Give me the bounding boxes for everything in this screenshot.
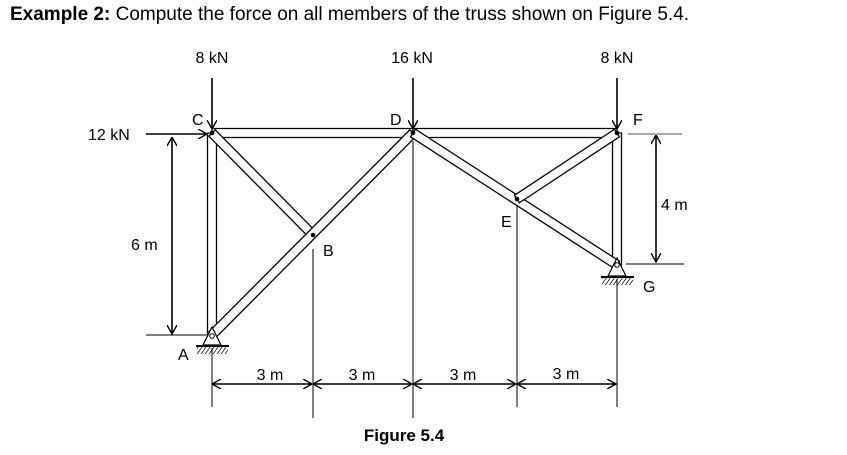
node-label-F: F	[633, 112, 643, 129]
truss-members	[206, 127, 623, 340]
node-label-E: E	[501, 214, 512, 231]
member-FG	[611, 132, 623, 266]
member-EF	[513, 128, 621, 204]
span-label-3: 3 m	[450, 367, 477, 384]
node-label-B: B	[323, 243, 334, 260]
joint-D	[410, 130, 416, 136]
node-label-A: A	[178, 347, 189, 364]
problem-text: Compute the force on all members of the …	[115, 4, 690, 25]
load-label-horizontal: 12 kN	[88, 127, 130, 144]
member-AC	[206, 132, 218, 336]
dimension-left-height	[146, 138, 208, 336]
load-label-F: 8 kN	[601, 50, 634, 67]
joint-B	[310, 232, 316, 238]
member-CD	[211, 127, 414, 139]
member-CB	[207, 128, 318, 240]
dimension-label-right-height: 4 m	[661, 197, 688, 214]
node-label-G: G	[643, 279, 655, 296]
problem-statement: Example 2: Compute the force on all memb…	[10, 4, 689, 26]
node-label-D: D	[390, 112, 402, 129]
span-label-2: 3 m	[349, 367, 376, 384]
member-DF	[412, 127, 618, 139]
load-label-C: 8 kN	[196, 50, 229, 67]
dimension-right-height	[626, 133, 684, 265]
span-label-1: 3 m	[257, 367, 284, 384]
joint-F	[614, 130, 620, 136]
span-label-4: 3 m	[553, 366, 580, 383]
truss-joints	[209, 130, 620, 238]
load-label-D: 16 kN	[391, 50, 433, 67]
node-label-C: C	[192, 112, 204, 129]
figure-caption: Figure 5.4	[364, 426, 445, 445]
dimension-label-left-height: 6 m	[131, 237, 158, 254]
extension-lines	[211, 141, 618, 418]
example-label: Example 2:	[10, 4, 111, 25]
joint-C	[209, 130, 215, 136]
joint-E	[514, 196, 520, 202]
